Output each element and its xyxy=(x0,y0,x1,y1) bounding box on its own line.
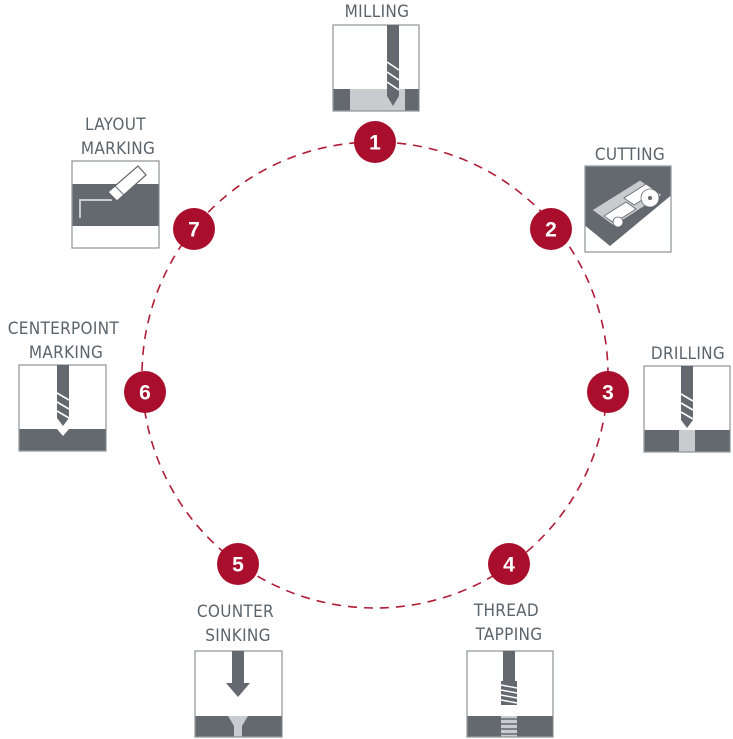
step-label: THREAD TAPPING xyxy=(473,601,544,645)
step-counter-sinking: COUNTER SINKING 5 xyxy=(194,543,283,738)
step-number: 5 xyxy=(232,554,244,577)
step-label: DRILLING xyxy=(651,344,725,364)
step-label-line: TAPPING xyxy=(475,625,543,645)
step-label-line: MILLING xyxy=(345,2,410,22)
step-label-line: DRILLING xyxy=(651,344,725,364)
step-label-line: SINKING xyxy=(205,626,271,646)
step-number: 6 xyxy=(139,382,151,405)
step-number: 7 xyxy=(188,219,200,242)
step-label-line: CENTERPOINT xyxy=(8,319,120,339)
drilling-icon xyxy=(643,365,731,453)
step-label-line: COUNTER xyxy=(197,602,274,622)
step-label-line: LAYOUT xyxy=(85,115,146,135)
centerpoint-marking-icon xyxy=(18,364,107,452)
thread-tapping-icon xyxy=(466,650,554,738)
counter-sinking-icon xyxy=(194,650,283,738)
step-label-line: MARKING xyxy=(81,139,155,159)
step-number: 4 xyxy=(503,554,515,577)
step-label-line: CUTTING xyxy=(595,145,665,165)
step-number: 3 xyxy=(602,382,614,405)
step-label: MILLING xyxy=(345,2,410,22)
cutting-icon xyxy=(584,165,672,253)
milling-icon xyxy=(332,24,420,112)
step-label: LAYOUT MARKING xyxy=(81,115,155,159)
step-cutting: CUTTING 2 xyxy=(530,145,672,253)
layout-marking-icon xyxy=(71,160,160,249)
step-drilling: DRILLING 3 xyxy=(587,344,731,453)
step-label: COUNTER SINKING xyxy=(197,602,279,646)
step-thread-tapping: THREAD TAPPING 4 xyxy=(466,543,554,738)
step-layout-marking: LAYOUT MARKING 7 xyxy=(71,115,215,250)
step-label-line: THREAD xyxy=(473,601,539,621)
step-label-line: MARKING xyxy=(29,343,103,363)
cycle-ring xyxy=(141,141,609,609)
step-number: 2 xyxy=(545,219,557,242)
step-number: 1 xyxy=(369,132,381,155)
step-centerpoint-marking: CENTERPOINT MARKING 6 xyxy=(8,319,166,452)
step-label: CENTERPOINT MARKING xyxy=(8,319,124,363)
step-milling: MILLING 1 xyxy=(332,2,420,163)
step-label: CUTTING xyxy=(595,145,665,165)
